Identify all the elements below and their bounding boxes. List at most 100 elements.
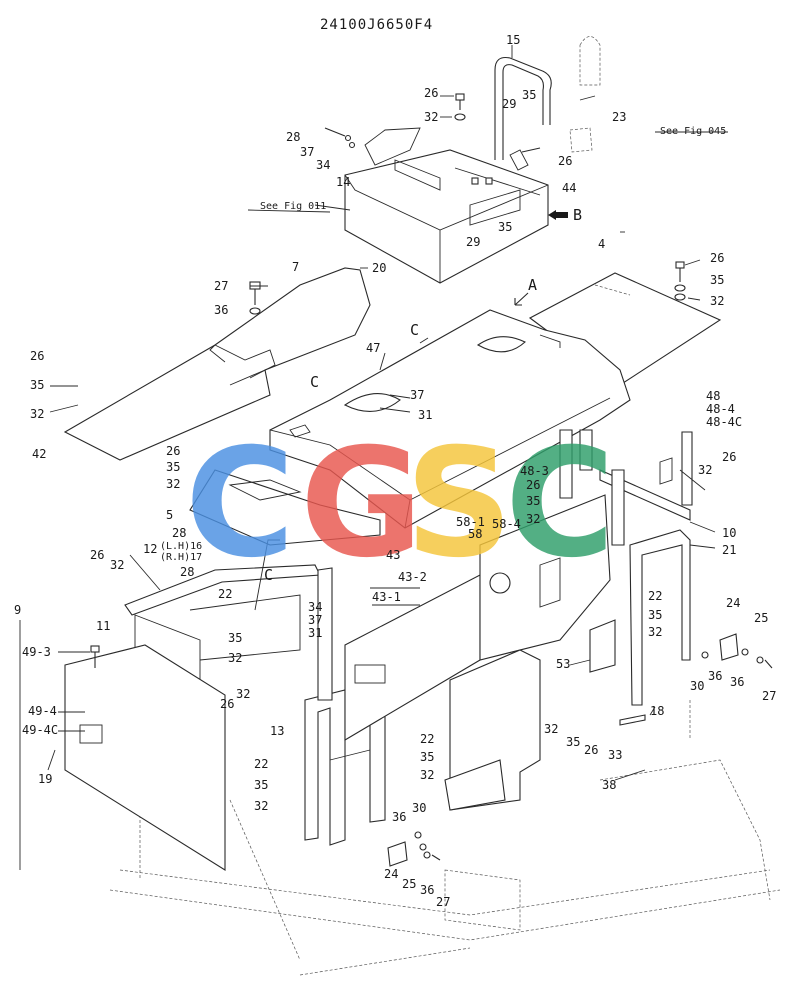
leader-lines <box>19 45 728 870</box>
main-engine-hood <box>269 309 631 529</box>
callout-24: 24 <box>726 596 740 610</box>
callout-26: 26 <box>558 154 572 168</box>
callout-22: 22 <box>218 587 232 601</box>
filter-bottle-part <box>569 36 601 153</box>
callout-36: 36 <box>214 303 228 317</box>
callout-22: 22 <box>254 757 268 771</box>
callout-43: 43 <box>386 548 400 562</box>
left-top-cover-panel <box>63 267 371 461</box>
watermark-letter-g: G <box>300 417 423 591</box>
callout-12: 12 <box>143 542 157 556</box>
callout-32: 32 <box>424 110 438 124</box>
callout-35: 35 <box>648 608 662 622</box>
callout-26: 26 <box>424 86 438 100</box>
callout-26: 26 <box>710 251 724 265</box>
callout-48-3: 48-3 <box>520 464 549 478</box>
watermark-letter-c1: C <box>185 417 295 591</box>
callout-26: 26 <box>722 450 736 464</box>
view-label-c-top: C <box>410 321 419 339</box>
callout-35: 35 <box>228 631 242 645</box>
callout-29: 29 <box>466 235 480 249</box>
watermark-letter-c2: C <box>505 417 615 591</box>
callout-22: 22 <box>420 732 434 746</box>
callout-32: 32 <box>30 407 44 421</box>
callout-18: 18 <box>650 704 664 718</box>
callout-58-1: 58-1 <box>456 515 485 529</box>
callout-30: 30 <box>690 679 704 693</box>
callout-48-4: 48-4 <box>706 402 735 416</box>
view-label-a: A <box>528 276 537 294</box>
callout-58-4: 58-4 <box>492 517 521 531</box>
see-fig-011-reference: See Fig 011 <box>260 201 326 212</box>
callout-30: 30 <box>412 801 426 815</box>
callout-36: 36 <box>708 669 722 683</box>
callout-32: 32 <box>236 687 250 701</box>
callout-58: 58 <box>468 527 482 541</box>
callout-14: 14 <box>336 175 350 189</box>
callout-35: 35 <box>254 778 268 792</box>
callout-43-2: 43-2 <box>398 570 427 584</box>
callout-34: 34 <box>316 158 330 172</box>
callout-44: 44 <box>562 181 576 195</box>
lower-middle-cover <box>444 649 541 811</box>
base-frame-outline <box>109 700 781 976</box>
top-hood-assembly <box>344 127 549 284</box>
callout-22: 22 <box>648 589 662 603</box>
rear-panel-with-opening <box>479 494 611 661</box>
callout-32: 32 <box>698 463 712 477</box>
callout-36: 36 <box>420 883 434 897</box>
callout-42: 42 <box>32 447 46 461</box>
callout-35: 35 <box>166 460 180 474</box>
callout-38: 38 <box>602 778 616 792</box>
callout-32: 32 <box>228 651 242 665</box>
callout-17-rh: (R.H)17 <box>160 552 202 563</box>
callout-25: 25 <box>754 611 768 625</box>
callout-48-4c: 48-4C <box>706 415 742 429</box>
lower-fasteners <box>387 633 773 867</box>
callout-48: 48 <box>706 389 720 403</box>
callout-35: 35 <box>710 273 724 287</box>
callout-35: 35 <box>566 735 580 749</box>
callout-33: 33 <box>608 748 622 762</box>
view-label-b: B <box>573 206 582 224</box>
callout-9: 9 <box>14 603 21 617</box>
callout-32: 32 <box>166 477 180 491</box>
callout-15: 15 <box>506 33 520 47</box>
callout-31: 31 <box>308 626 322 640</box>
callout-37: 37 <box>410 388 424 402</box>
left-door-panel <box>64 644 226 871</box>
small-access-panel <box>589 619 616 673</box>
view-arrows <box>514 210 568 306</box>
callout-37: 37 <box>308 613 322 627</box>
callout-27: 27 <box>436 895 450 909</box>
callout-26: 26 <box>584 743 598 757</box>
callout-26: 26 <box>526 478 540 492</box>
callout-28: 28 <box>180 565 194 579</box>
callout-26: 26 <box>90 548 104 562</box>
callout-32: 32 <box>648 625 662 639</box>
diagram-title: 24100J6650F4 <box>320 17 433 33</box>
callout-16-lh: (L.H)16 <box>160 541 202 552</box>
callout-32: 32 <box>420 768 434 782</box>
callout-36: 36 <box>392 810 406 824</box>
callout-11: 11 <box>96 619 110 633</box>
callout-26: 26 <box>220 697 234 711</box>
callout-43-1: 43-1 <box>372 590 401 604</box>
callout-47: 47 <box>366 341 380 355</box>
callout-37: 37 <box>300 145 314 159</box>
callout-35: 35 <box>498 220 512 234</box>
callout-36: 36 <box>730 675 744 689</box>
top-fasteners <box>324 93 541 185</box>
callout-26: 26 <box>30 349 44 363</box>
callout-28: 28 <box>172 526 186 540</box>
hand-rail-part <box>494 56 552 160</box>
callout-35: 35 <box>522 88 536 102</box>
callout-49-4: 49-4 <box>28 704 57 718</box>
view-label-c-low: C <box>264 566 273 584</box>
callout-35: 35 <box>30 378 44 392</box>
callout-24: 24 <box>384 867 398 881</box>
callout-32: 32 <box>710 294 724 308</box>
callout-29: 29 <box>502 97 516 111</box>
